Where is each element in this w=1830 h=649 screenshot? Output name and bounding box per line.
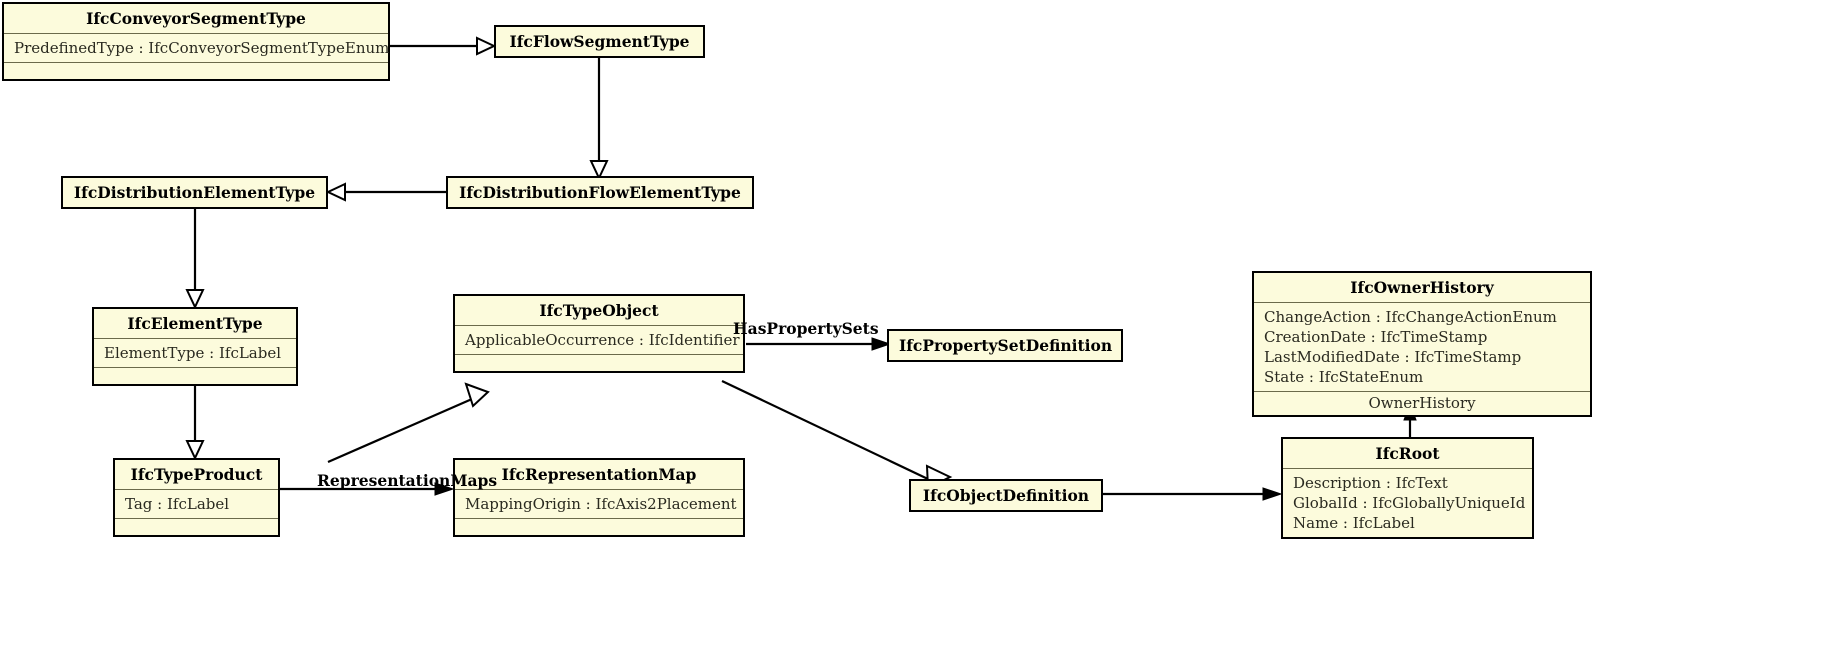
- class-attributes: ApplicableOccurrence : IfcIdentifier: [455, 326, 743, 354]
- empty-compartment: [455, 519, 743, 535]
- attribute-row: Name : IfcLabel: [1293, 514, 1415, 532]
- compartment-divider: [4, 62, 388, 63]
- compartment-divider: [455, 489, 743, 490]
- class-attributes: Description : IfcText GlobalId : IfcGlob…: [1283, 469, 1532, 537]
- empty-compartment: [115, 519, 278, 535]
- class-box-ifcdistributionflowelementtype[interactable]: IfcDistributionFlowElementType: [446, 176, 754, 209]
- class-box-ifcrepresentationmap[interactable]: IfcRepresentationMap MappingOrigin : Ifc…: [453, 458, 745, 537]
- class-title: IfcObjectDefinition: [922, 486, 1090, 505]
- class-title: IfcRoot: [1375, 444, 1440, 463]
- compartment-divider: [94, 367, 296, 368]
- attribute-row: ApplicableOccurrence : IfcIdentifier: [465, 331, 740, 349]
- class-footer-label: OwnerHistory: [1368, 394, 1476, 412]
- class-title: IfcFlowSegmentType: [509, 32, 690, 51]
- class-box-ifctypeobject[interactable]: IfcTypeObject ApplicableOccurrence : Ifc…: [453, 294, 745, 373]
- compartment-divider: [115, 518, 278, 519]
- class-title: IfcRepresentationMap: [501, 465, 697, 484]
- attribute-row: Description : IfcText: [1293, 474, 1448, 492]
- class-box-ifctypeproduct[interactable]: IfcTypeProduct Tag : IfcLabel: [113, 458, 280, 537]
- attribute-row: LastModifiedDate : IfcTimeStamp: [1264, 348, 1522, 366]
- compartment-divider: [115, 489, 278, 490]
- class-title: IfcTypeProduct: [130, 465, 263, 484]
- compartment-divider: [1254, 391, 1590, 392]
- class-title: IfcConveyorSegmentType: [86, 9, 306, 28]
- compartment-divider: [455, 354, 743, 355]
- compartment-divider: [455, 325, 743, 326]
- class-box-ifcconveyorsegmenttype[interactable]: IfcConveyorSegmentType PredefinedType : …: [2, 2, 390, 81]
- empty-compartment: [455, 355, 743, 371]
- compartment-divider: [455, 518, 743, 519]
- class-attributes: MappingOrigin : IfcAxis2Placement: [455, 490, 743, 518]
- attribute-row: Tag : IfcLabel: [125, 495, 230, 513]
- class-box-ifcownerhistory[interactable]: IfcOwnerHistory ChangeAction : IfcChange…: [1252, 271, 1592, 417]
- class-attributes: ChangeAction : IfcChangeActionEnum Creat…: [1254, 303, 1590, 391]
- class-box-ifcroot[interactable]: IfcRoot Description : IfcText GlobalId :…: [1281, 437, 1534, 539]
- class-title: IfcTypeObject: [539, 301, 659, 320]
- class-attributes: Tag : IfcLabel: [115, 490, 278, 518]
- empty-compartment: [94, 368, 296, 384]
- attribute-row: GlobalId : IfcGloballyUniqueId: [1293, 494, 1526, 512]
- class-box-ifcdistributionelementtype[interactable]: IfcDistributionElementType: [61, 176, 328, 209]
- class-box-ifcpropertysetdefinition[interactable]: IfcPropertySetDefinition: [887, 329, 1123, 362]
- class-box-ifcelementtype[interactable]: IfcElementType ElementType : IfcLabel: [92, 307, 298, 386]
- class-title: IfcElementType: [127, 314, 263, 333]
- class-attributes: PredefinedType : IfcConveyorSegmentTypeE…: [4, 34, 390, 62]
- compartment-divider: [1283, 468, 1532, 469]
- class-title: IfcOwnerHistory: [1350, 278, 1494, 297]
- attribute-row: State : IfcStateEnum: [1264, 368, 1424, 386]
- edge-label-representationmaps: RepresentationMaps: [317, 471, 498, 490]
- class-title: IfcDistributionFlowElementType: [459, 183, 741, 202]
- compartment-divider: [94, 338, 296, 339]
- class-attributes: ElementType : IfcLabel: [94, 339, 296, 367]
- class-title: IfcPropertySetDefinition: [899, 336, 1113, 355]
- attribute-row: CreationDate : IfcTimeStamp: [1264, 328, 1488, 346]
- attribute-row: PredefinedType : IfcConveyorSegmentTypeE…: [14, 39, 390, 57]
- attribute-row: MappingOrigin : IfcAxis2Placement: [465, 495, 737, 513]
- class-box-ifcflowsegmenttype[interactable]: IfcFlowSegmentType: [494, 25, 705, 58]
- compartment-divider: [1254, 302, 1590, 303]
- attribute-row: ElementType : IfcLabel: [104, 344, 282, 362]
- class-title: IfcDistributionElementType: [73, 183, 316, 202]
- compartment-divider: [4, 33, 388, 34]
- edge-label-haspropertysets: HasPropertySets: [733, 319, 879, 338]
- empty-compartment: [4, 63, 388, 79]
- attribute-row: ChangeAction : IfcChangeActionEnum: [1264, 308, 1557, 326]
- class-box-ifcobjectdefinition[interactable]: IfcObjectDefinition: [909, 479, 1103, 512]
